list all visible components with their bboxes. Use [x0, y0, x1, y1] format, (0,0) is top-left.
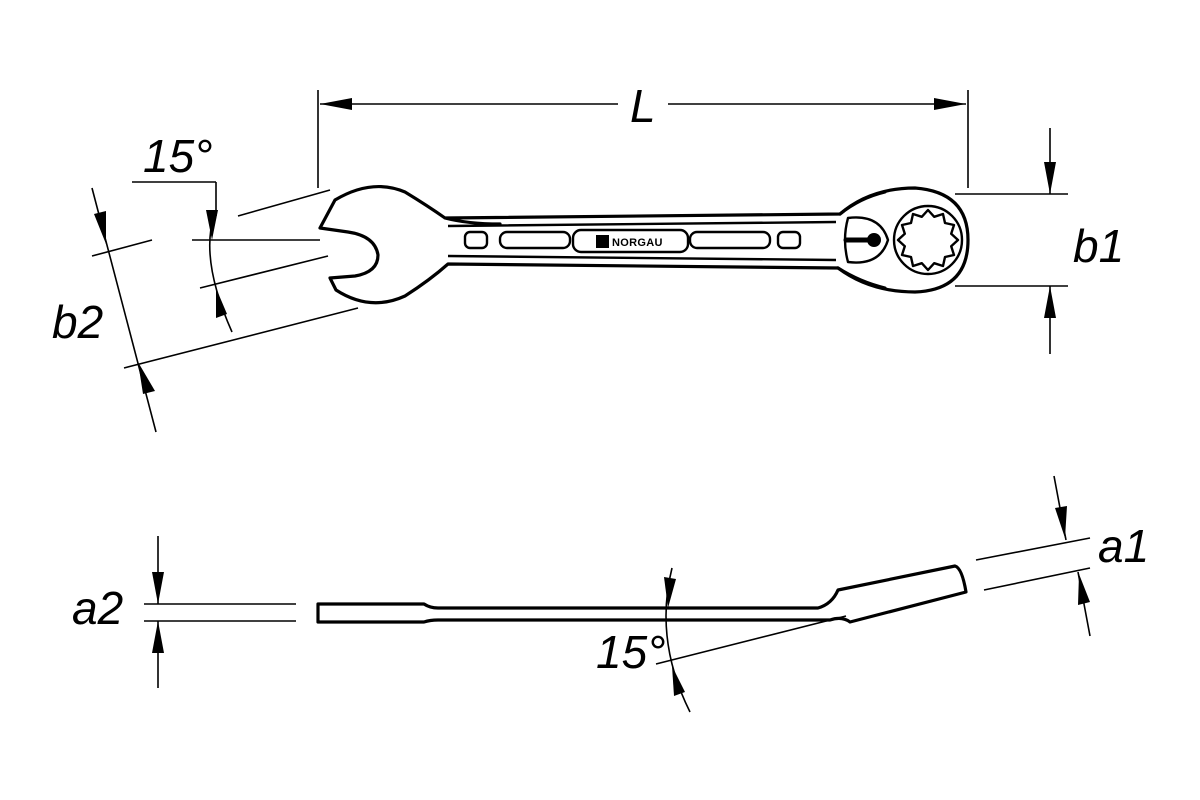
dimension-head-width-open: b2: [52, 187, 359, 433]
ratchet-knob: [867, 233, 881, 247]
side-profile: [316, 564, 968, 624]
handle-inner-outline: [447, 220, 837, 262]
handle-slot-right: [776, 230, 802, 250]
label-angle-ring-offset: 15°: [596, 626, 666, 678]
label-angle-open-end: 15°: [143, 130, 213, 182]
label-length: L: [630, 80, 656, 132]
ring-12-point: [896, 208, 960, 272]
handle-slot-long-right: [688, 230, 772, 250]
label-thickness-open: a2: [72, 582, 123, 634]
angle-ring-offset: 15°: [596, 567, 847, 713]
label-head-width-ring: b1: [1073, 220, 1124, 272]
dimension-length: L: [317, 80, 969, 188]
dimension-thickness-open: a2: [72, 536, 296, 688]
handle-label-plate: [571, 228, 690, 254]
wrench-side-view: [316, 564, 968, 624]
handle-slot-left: [463, 230, 489, 250]
dimension-head-width-ring: b1: [955, 128, 1124, 354]
brand-logo-mark: [596, 235, 609, 248]
brand-name: NORGAU: [612, 237, 663, 249]
label-head-width-open: b2: [52, 296, 103, 348]
wrench-top-view: NORGAU: [318, 185, 970, 305]
label-thickness-ring: a1: [1098, 520, 1149, 572]
handle-slot-long-left: [498, 230, 572, 250]
dimension-thickness-ring: a1: [975, 475, 1149, 637]
ring-socket: [892, 204, 964, 276]
ring-head-outline: [836, 186, 970, 294]
angle-open-end: 15°: [132, 130, 320, 333]
